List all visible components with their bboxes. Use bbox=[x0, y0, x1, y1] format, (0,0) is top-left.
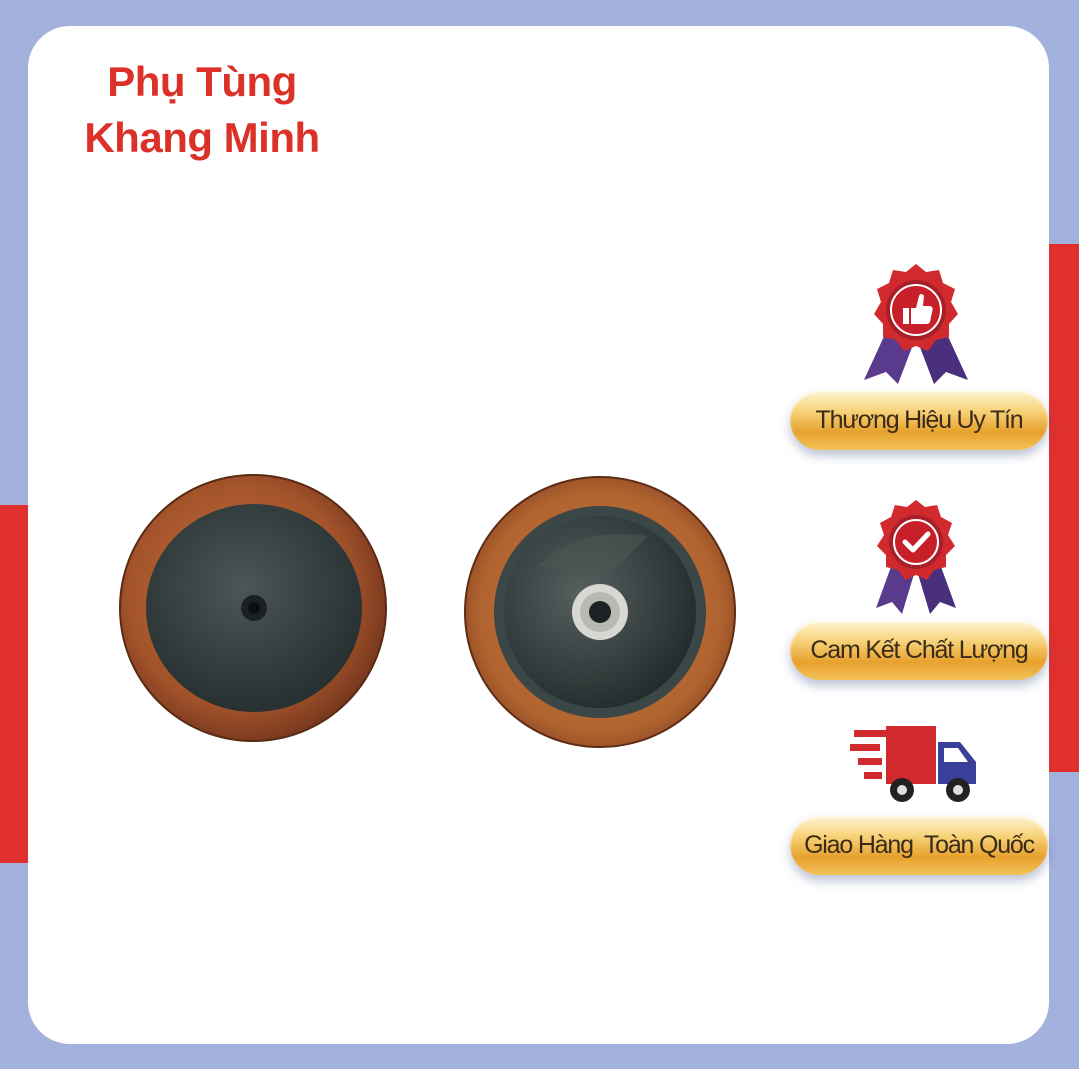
badge-trusted-brand: Thương Hiệu Uy Tín bbox=[790, 390, 1048, 450]
product-card: Phụ Tùng Khang Minh bbox=[28, 26, 1049, 1044]
right-accent-stripe bbox=[1049, 244, 1079, 772]
badge-nationwide-delivery-label: Giao Hàng Toàn Quốc bbox=[804, 830, 1035, 859]
brand-logo-text: Phụ Tùng Khang Minh bbox=[72, 54, 332, 166]
badge-nationwide-delivery: Giao Hàng Toàn Quốc bbox=[790, 815, 1048, 875]
wheel-back-view bbox=[119, 474, 387, 742]
badge-quality-commitment: Cam Kết Chất Lượng bbox=[790, 620, 1048, 680]
product-image bbox=[119, 474, 736, 748]
badge-trusted-brand-label: Thương Hiệu Uy Tín bbox=[815, 405, 1024, 434]
brand-line-1: Phụ Tùng bbox=[107, 58, 297, 105]
delivery-truck-icon bbox=[850, 726, 976, 802]
brand-line-2: Khang Minh bbox=[84, 114, 320, 161]
wheel-front-view bbox=[464, 476, 736, 748]
badge-quality-commitment-label: Cam Kết Chất Lượng bbox=[810, 635, 1028, 664]
left-accent-stripe bbox=[0, 505, 32, 863]
checkmark-rosette-icon bbox=[876, 500, 956, 614]
thumbs-up-rosette-icon bbox=[864, 264, 968, 384]
